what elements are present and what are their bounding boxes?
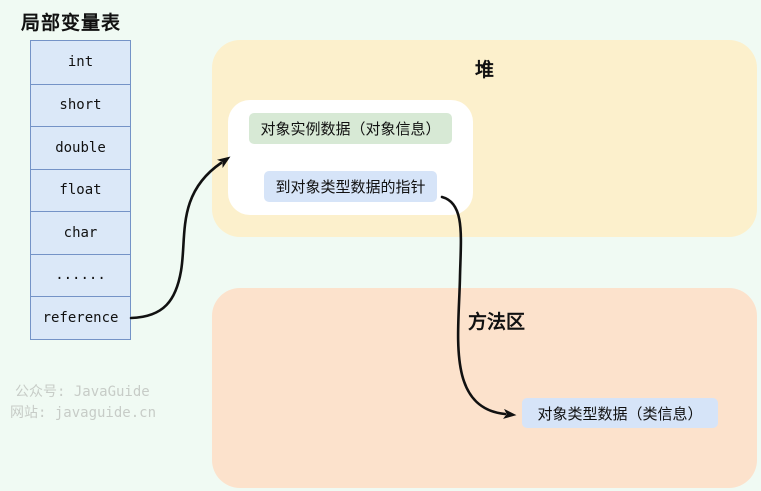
watermark: 公众号: JavaGuide 网站: javaguide.cn [10, 382, 156, 424]
local-variable-table: int short double float char ...... refer… [30, 40, 131, 340]
stack-slot-ellipsis: ...... [31, 253, 130, 297]
reference-to-heap-arrow [129, 156, 231, 320]
heap-region: 堆 对象实例数据（对象信息） 到对象类型数据的指针 [212, 40, 757, 237]
heap-object-box: 对象实例数据（对象信息） 到对象类型数据的指针 [228, 100, 473, 215]
method-area-region: 方法区 对象类型数据（类信息） [212, 288, 757, 488]
watermark-wechat: 公众号: JavaGuide [15, 384, 150, 400]
pointer-to-class-data-chip: 到对象类型数据的指针 [264, 171, 437, 202]
stack-slot-reference: reference [31, 296, 130, 339]
stack-slot-double: double [31, 126, 130, 169]
heap-label: 堆 [474, 60, 494, 81]
watermark-site: 网站: javaguide.cn [10, 405, 157, 421]
class-type-data-chip: 对象类型数据（类信息） [522, 398, 718, 428]
stack-slot-int: int [67, 54, 94, 71]
page-title: 局部变量表 [21, 13, 122, 34]
object-instance-data-chip: 对象实例数据（对象信息） [249, 113, 452, 144]
method-area-label: 方法区 [467, 312, 525, 333]
stack-slot-float: float [31, 168, 130, 212]
stack-slot-char: char [31, 211, 130, 254]
stack-slot-short: short [31, 83, 130, 127]
